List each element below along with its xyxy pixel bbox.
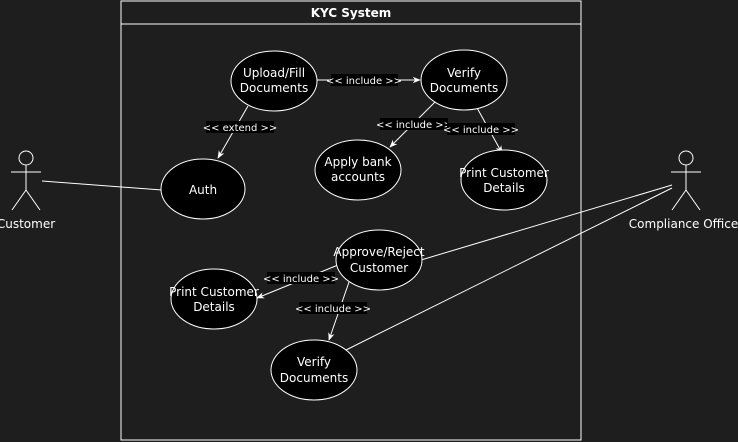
association-officer-approve[interactable] xyxy=(420,184,673,261)
use-case-verify-documents-top[interactable]: Verify Documents xyxy=(420,49,508,111)
actor-compliance-officer[interactable]: Compliance Officer xyxy=(629,150,738,231)
svg-text:Documents: Documents xyxy=(240,81,308,95)
svg-text:Verify: Verify xyxy=(297,355,331,369)
use-case-verify-documents-bottom[interactable]: Verify Documents xyxy=(270,339,358,401)
svg-text:<< include >>: << include >> xyxy=(326,76,402,87)
svg-text:Auth: Auth xyxy=(189,183,217,197)
use-case-apply-bank-accounts[interactable]: Apply bank accounts xyxy=(314,139,402,201)
association-officer-verify[interactable] xyxy=(345,187,673,351)
svg-text:Print Customer: Print Customer xyxy=(169,285,259,299)
use-case-upload-documents[interactable]: Upload/Fill Documents xyxy=(230,50,318,112)
actor-customer-label: Customer xyxy=(0,217,55,231)
use-case-approve-reject-customer[interactable]: Approve/Reject Customer xyxy=(333,229,425,291)
label-upload-verify: << include >> xyxy=(326,74,402,87)
svg-text:Details: Details xyxy=(193,300,235,314)
actor-compliance-officer-label: Compliance Officer xyxy=(629,217,738,231)
svg-text:<< include >>: << include >> xyxy=(263,274,339,285)
svg-text:Print Customer: Print Customer xyxy=(459,166,549,180)
use-case-print-customer-details-bottom[interactable]: Print Customer Details xyxy=(169,268,259,330)
svg-text:Apply bank: Apply bank xyxy=(324,155,391,169)
svg-text:Verify: Verify xyxy=(447,66,481,80)
svg-text:Details: Details xyxy=(483,181,525,195)
label-verify-print: << include >> xyxy=(443,123,519,136)
svg-text:Upload/Fill: Upload/Fill xyxy=(243,66,305,80)
system-boundary[interactable]: KYC System xyxy=(120,0,582,441)
svg-text:<< include >>: << include >> xyxy=(295,304,371,315)
label-verify-apply: << include >> xyxy=(376,118,452,131)
label-approve-print: << include >> xyxy=(263,272,339,285)
svg-text:<< extend >>: << extend >> xyxy=(203,123,278,134)
association-customer-auth[interactable] xyxy=(41,180,163,191)
label-approve-verify: << include >> xyxy=(295,302,371,315)
label-upload-auth: << extend >> xyxy=(203,121,278,134)
svg-text:Customer: Customer xyxy=(350,261,408,275)
stick-figure-icon xyxy=(671,150,701,211)
svg-text:Documents: Documents xyxy=(430,81,498,95)
use-case-auth[interactable]: Auth xyxy=(160,158,246,220)
actor-customer[interactable]: Customer xyxy=(0,150,55,231)
svg-text:accounts: accounts xyxy=(331,170,385,184)
stick-figure-icon xyxy=(11,150,41,211)
svg-text:<< include >>: << include >> xyxy=(443,125,519,136)
system-title: KYC System xyxy=(311,6,392,20)
use-case-print-customer-details-top[interactable]: Print Customer Details xyxy=(459,149,549,211)
svg-text:<< include >>: << include >> xyxy=(376,120,452,131)
svg-text:Approve/Reject: Approve/Reject xyxy=(333,245,424,259)
svg-text:Documents: Documents xyxy=(280,371,348,385)
